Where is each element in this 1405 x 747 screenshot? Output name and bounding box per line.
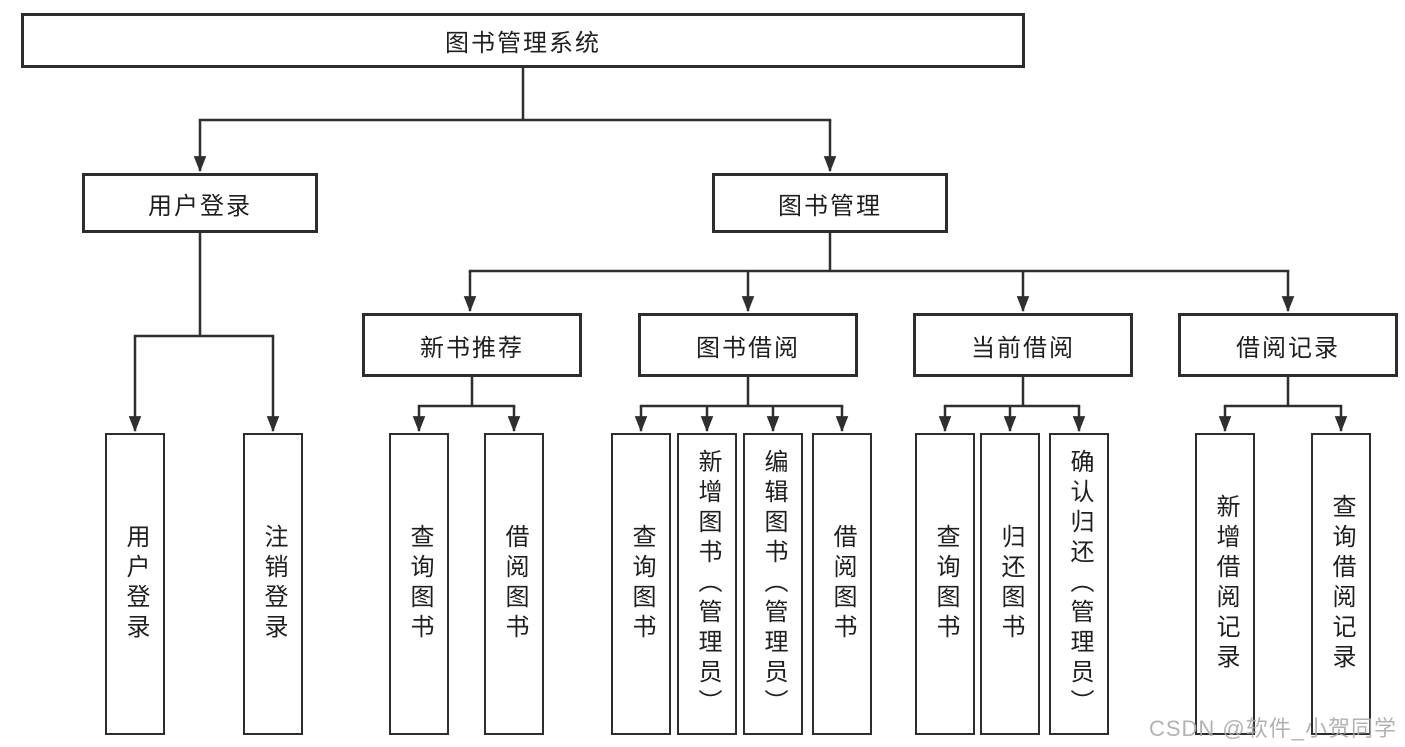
leaf-query-books-recommend: 查询图书 (389, 433, 449, 735)
leaf-query-borrow-record: 查询借阅记录 (1311, 433, 1371, 735)
leaf-label: 新增借阅记录 (1212, 494, 1239, 674)
node-label: 用户登录 (148, 192, 252, 220)
node-label: 新书推荐 (420, 334, 524, 362)
leaf-borrow-books-recommend: 借阅图书 (484, 433, 544, 735)
node-borrow-records: 借阅记录 (1178, 313, 1398, 377)
leaf-query-books-borrowing: 查询图书 (611, 433, 671, 735)
leaf-label: 查询图书 (628, 524, 655, 644)
leaf-query-books-current: 查询图书 (915, 433, 975, 735)
node-user-login: 用户登录 (82, 173, 318, 233)
leaf-label: 编辑图书（管理员） (760, 449, 787, 719)
leaf-add-borrow-record: 新增借阅记录 (1195, 433, 1255, 735)
leaf-logout: 注销登录 (243, 433, 303, 735)
leaf-label: 借阅图书 (829, 524, 856, 644)
leaf-label: 查询借阅记录 (1328, 494, 1355, 674)
leaf-label: 归还图书 (997, 524, 1024, 644)
leaf-user-login: 用户登录 (105, 433, 165, 735)
leaf-confirm-return-admin: 确认归还（管理员） (1049, 433, 1109, 735)
node-current-borrowing: 当前借阅 (913, 313, 1133, 377)
leaf-borrow-books-borrowing: 借阅图书 (812, 433, 872, 735)
node-system-root: 图书管理系统 (21, 13, 1025, 68)
node-label: 图书借阅 (696, 334, 800, 362)
node-label: 图书管理 (778, 192, 882, 220)
csdn-watermark: CSDN @软件_小贺同学 (1148, 716, 1397, 741)
leaf-return-books: 归还图书 (980, 433, 1040, 735)
node-label: 当前借阅 (971, 334, 1075, 362)
leaf-label: 用户登录 (122, 524, 149, 644)
leaf-label: 查询图书 (406, 524, 433, 644)
leaf-edit-book-admin: 编辑图书（管理员） (743, 433, 803, 735)
leaf-label: 借阅图书 (501, 524, 528, 644)
node-book-management: 图书管理 (712, 173, 948, 233)
node-book-borrowing: 图书借阅 (638, 313, 858, 377)
leaf-label: 确认归还（管理员） (1066, 449, 1093, 719)
node-new-book-recommend: 新书推荐 (362, 313, 582, 377)
leaf-label: 查询图书 (932, 524, 959, 644)
leaf-label: 注销登录 (260, 524, 287, 644)
node-label: 图书管理系统 (445, 30, 601, 57)
leaf-label: 新增图书（管理员） (694, 449, 721, 719)
node-label: 借阅记录 (1236, 334, 1340, 362)
leaf-add-book-admin: 新增图书（管理员） (677, 433, 737, 735)
